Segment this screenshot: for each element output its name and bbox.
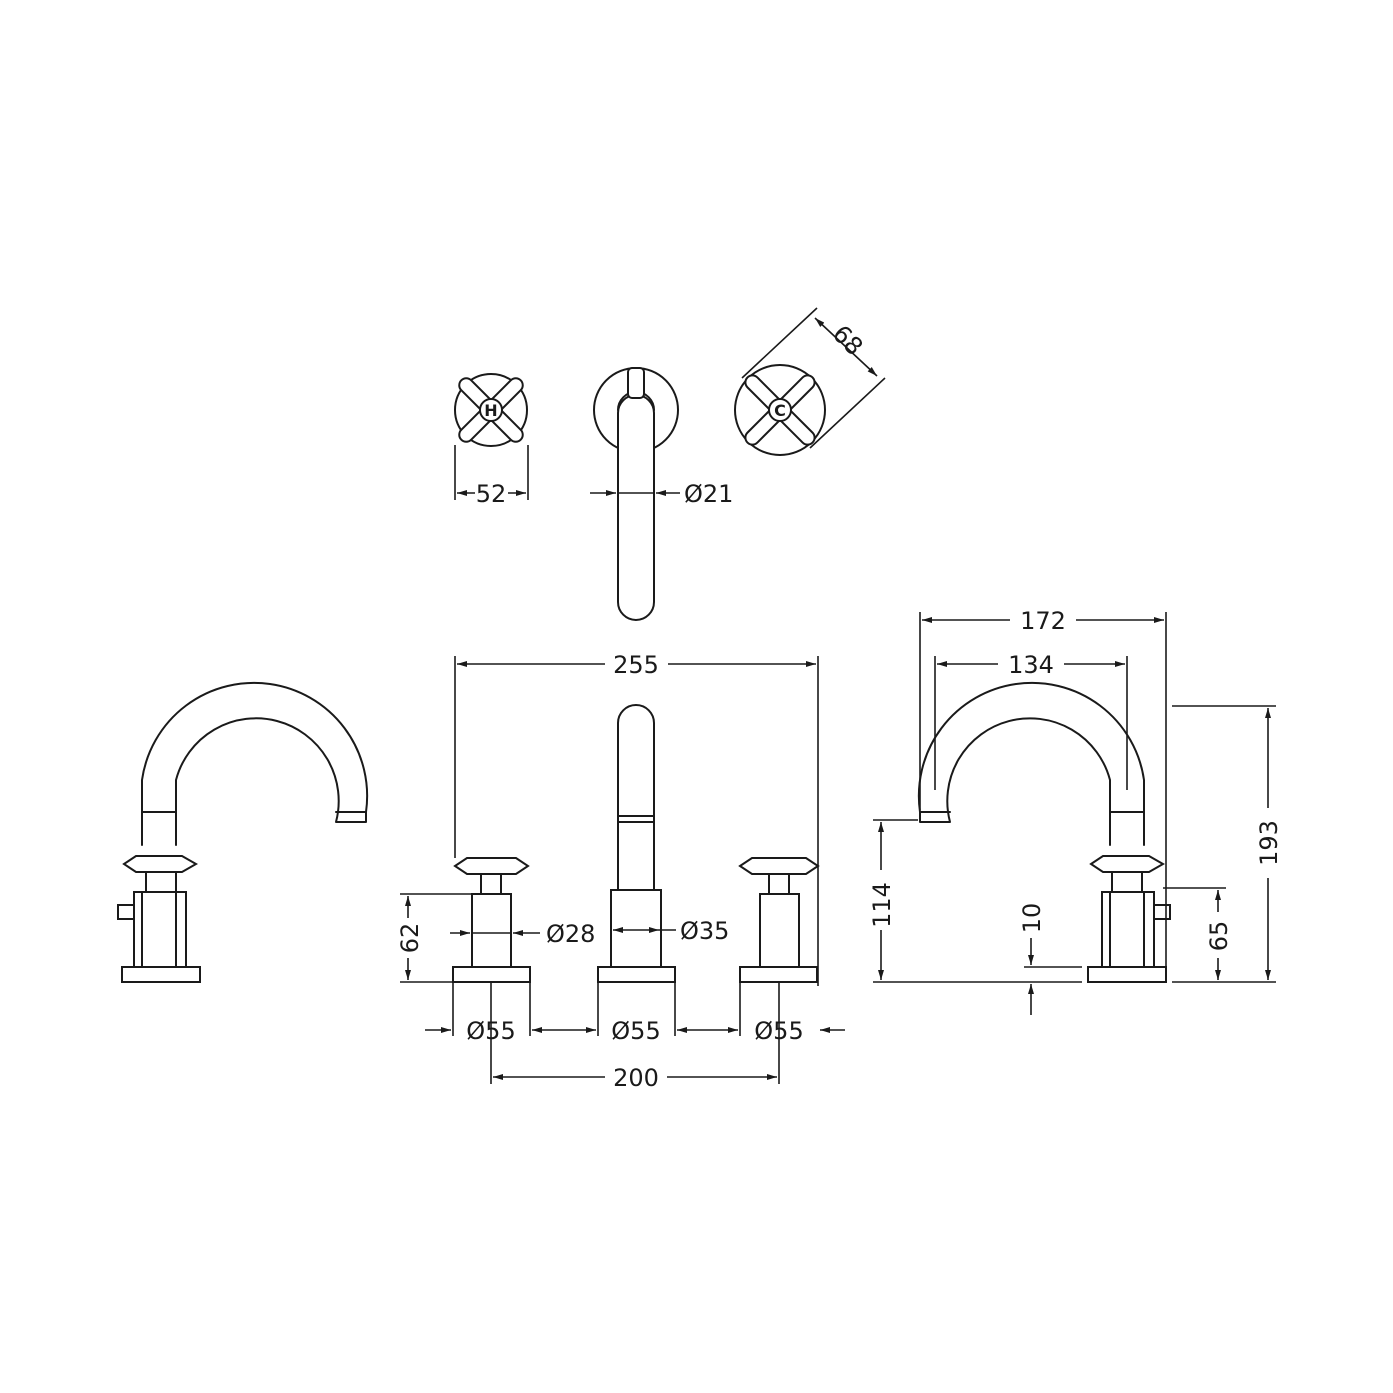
dim-stem-diameter: Ø28 bbox=[450, 920, 595, 948]
dim-spout-reach-inner: 134 bbox=[934, 651, 1128, 790]
dim-base-diameters: Ø55 Ø55 Ø55 bbox=[425, 1017, 845, 1045]
right-side-view: 172 134 114 10 bbox=[868, 607, 1283, 1015]
left-side-view bbox=[117, 681, 369, 983]
dim-handle-diameter: 52 bbox=[454, 445, 529, 508]
top-view: H C 52 bbox=[454, 307, 886, 621]
dim-handle-height: 65 bbox=[1163, 887, 1233, 983]
dim-255-label: 255 bbox=[613, 651, 659, 679]
dim-28-label: Ø28 bbox=[546, 920, 595, 948]
cold-handle-top: C bbox=[734, 364, 826, 456]
dim-65-label: 65 bbox=[1205, 921, 1233, 952]
dim-spout-outlet-height: 114 bbox=[868, 819, 1082, 983]
dim-deck-thickness: 10 bbox=[1018, 903, 1082, 1015]
dim-center-spacing: 200 bbox=[490, 982, 780, 1092]
dim-52-label: 52 bbox=[476, 480, 507, 508]
dim-200-label: 200 bbox=[613, 1064, 659, 1092]
cold-letter: C bbox=[774, 401, 786, 420]
dim-overall-height: 193 bbox=[1172, 705, 1283, 983]
dim-overall-width: 255 bbox=[454, 651, 819, 986]
dim-193-label: 193 bbox=[1255, 820, 1283, 866]
hot-letter: H bbox=[484, 401, 497, 420]
dim-68-label: 68 bbox=[827, 320, 868, 361]
hot-handle-top: H bbox=[454, 373, 528, 447]
dim-55-center-label: Ø55 bbox=[611, 1017, 660, 1045]
dim-body-height: 62 bbox=[396, 893, 472, 983]
dim-172-label: 172 bbox=[1020, 607, 1066, 635]
front-view: 255 62 Ø28 Ø35 bbox=[396, 651, 845, 1092]
dim-spout-diameter: Ø21 bbox=[590, 480, 733, 508]
dim-10-label: 10 bbox=[1018, 903, 1046, 934]
dim-134-label: 134 bbox=[1008, 651, 1054, 679]
dim-21-label: Ø21 bbox=[684, 480, 733, 508]
dim-62-label: 62 bbox=[396, 923, 424, 954]
dim-spout-reach-outer: 172 bbox=[919, 607, 1167, 982]
dim-114-label: 114 bbox=[868, 882, 896, 928]
dim-35-label: Ø35 bbox=[680, 917, 729, 945]
spout-top bbox=[593, 367, 679, 621]
dim-spout-body-diameter: Ø35 bbox=[613, 917, 729, 945]
